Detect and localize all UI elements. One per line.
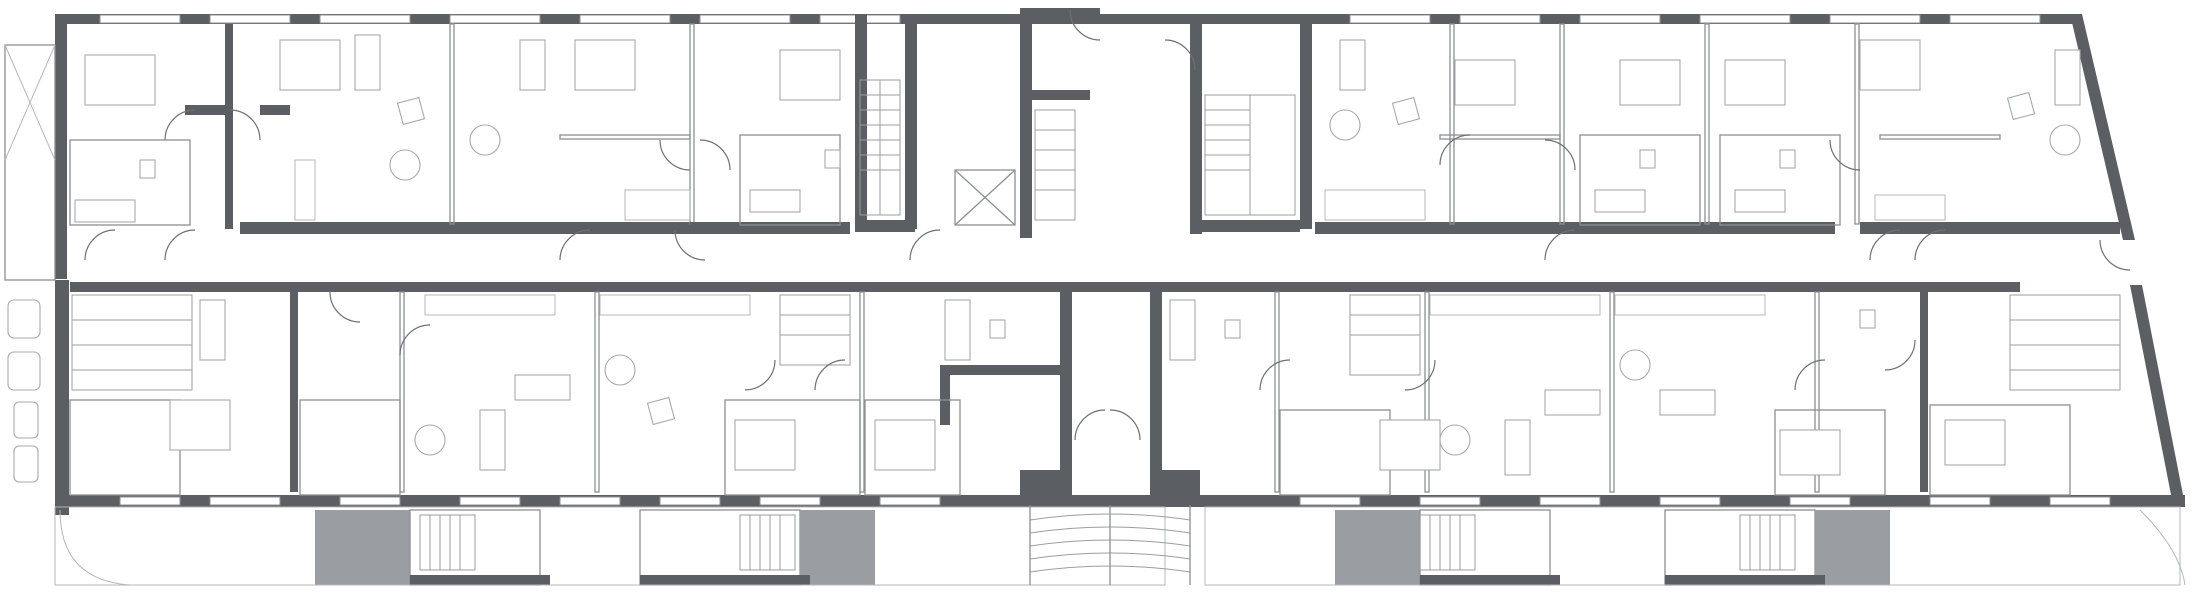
door-swing-icon <box>84 9 2131 441</box>
armchair-icon <box>396 91 2036 426</box>
dining-table-icon <box>389 109 2081 456</box>
entrance-steps <box>1029 505 1191 585</box>
bottom-windows <box>119 496 2111 506</box>
bed-icon <box>84 39 2006 476</box>
left-balcony <box>4 44 56 483</box>
kitchen-counter-icon <box>294 159 1946 316</box>
stair-icon <box>859 79 1296 221</box>
bottom-partitions <box>69 291 2071 496</box>
top-windows <box>99 14 2041 24</box>
stair-icon <box>419 514 1796 571</box>
site-curves <box>59 509 2186 586</box>
lift-icon <box>954 169 1016 226</box>
bathtub-icon <box>74 189 1786 361</box>
central-core <box>855 8 1312 495</box>
stair-icon <box>71 294 2121 391</box>
sofa-icon <box>354 34 2081 476</box>
bottom-projections <box>54 506 2181 586</box>
wc-icon <box>139 149 1876 339</box>
top-partitions <box>69 23 2001 234</box>
